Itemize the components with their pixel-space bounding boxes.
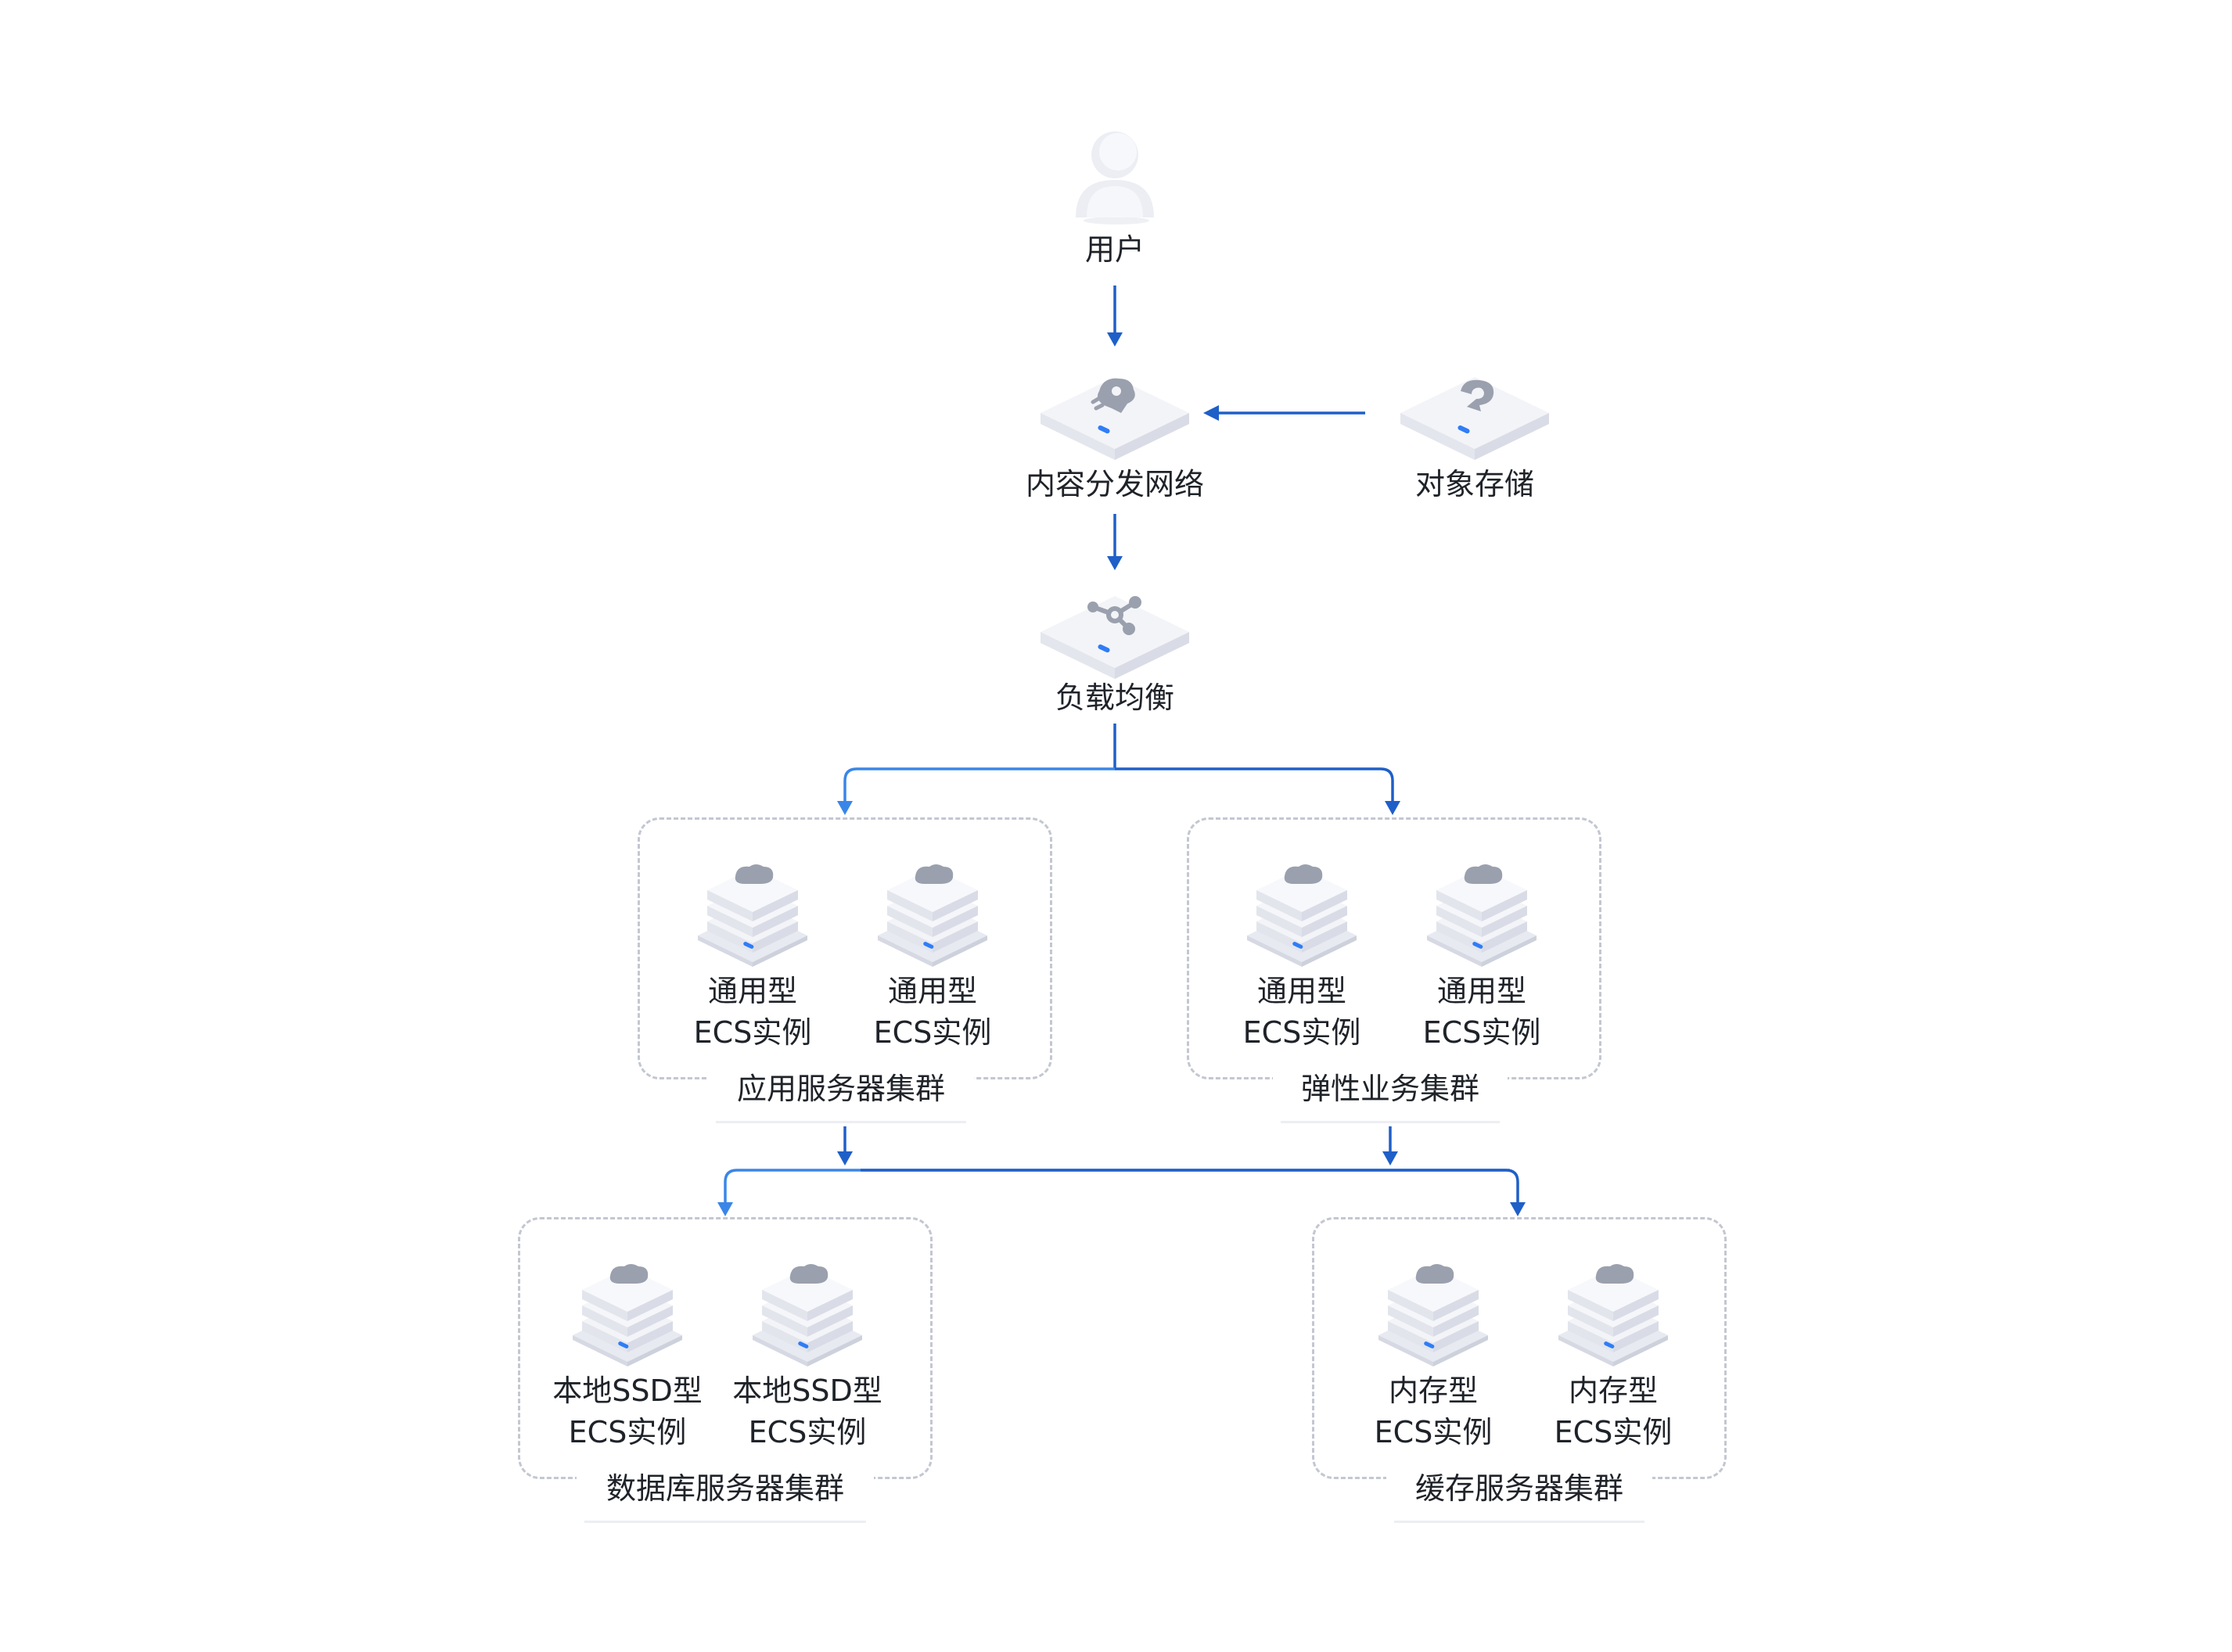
- server-node[interactable]: [1239, 859, 1364, 968]
- server-node[interactable]: [565, 1259, 690, 1368]
- object-storage-icon: [1400, 377, 1549, 460]
- server-node[interactable]: [1551, 1259, 1676, 1368]
- server-label-line1: 本地SSD型: [732, 1374, 882, 1408]
- slb-node[interactable]: [1029, 587, 1201, 684]
- server-stack-icon: [753, 1264, 862, 1366]
- server-label-line2: ECS实例: [568, 1415, 687, 1449]
- server-node[interactable]: [1371, 1259, 1496, 1368]
- arrowhead: [1385, 801, 1400, 815]
- oss-node[interactable]: [1389, 368, 1561, 465]
- server-label-line1: 通用型: [1256, 974, 1346, 1008]
- server-label-line2: ECS实例: [873, 1015, 992, 1050]
- server-node[interactable]: [1419, 859, 1544, 968]
- server-label-line1: 本地SSD型: [552, 1374, 703, 1408]
- elastic-cluster-title: 弹性业务集群: [1273, 1065, 1508, 1123]
- server-node[interactable]: [690, 859, 815, 968]
- app-cluster-title: 应用服务器集群: [708, 1065, 974, 1123]
- arrowhead: [1107, 556, 1123, 570]
- arrowhead: [1203, 405, 1219, 421]
- arrow-bus-to-db: [724, 1169, 1510, 1203]
- cdn-node[interactable]: [1029, 368, 1201, 465]
- arrowhead: [1107, 332, 1123, 347]
- server-label-line2: ECS实例: [1242, 1015, 1361, 1050]
- server-stack-icon: [573, 1264, 682, 1366]
- server-label-line2: ECS实例: [1422, 1015, 1541, 1050]
- server-label-line1: 内存型: [1568, 1374, 1658, 1408]
- cache-cluster-title: 缓存服务器集群: [1386, 1465, 1652, 1523]
- user-node: [1052, 125, 1177, 227]
- cdn-label: 内容分发网络: [1025, 467, 1204, 501]
- arrowhead: [837, 801, 853, 815]
- oss-label: 对象存储: [1414, 467, 1534, 501]
- user-icon: [1076, 131, 1154, 224]
- server-label-line1: 通用型: [707, 974, 797, 1008]
- server-stack-icon: [1558, 1264, 1668, 1366]
- server-stack-icon: [698, 864, 807, 967]
- arrowhead: [1510, 1202, 1526, 1216]
- server-label-line2: ECS实例: [748, 1415, 867, 1449]
- server-node[interactable]: [745, 1259, 870, 1368]
- server-node[interactable]: [870, 859, 995, 968]
- server-stack-icon: [878, 864, 987, 967]
- db-cluster-title: 数据库服务器集群: [577, 1465, 874, 1523]
- server-label-line1: 通用型: [1436, 974, 1526, 1008]
- server-label-line1: 通用型: [887, 974, 977, 1008]
- arrowhead: [1382, 1151, 1398, 1165]
- server-label-line2: ECS实例: [1554, 1415, 1673, 1449]
- server-label-line2: ECS实例: [693, 1015, 812, 1050]
- server-stack-icon: [1247, 864, 1357, 967]
- arrow-slb-to-app: [843, 767, 1115, 802]
- arrow-bus-to-cache: [861, 1169, 1519, 1203]
- load-balancer-icon: [1041, 596, 1189, 679]
- user-label: 用户: [1084, 232, 1145, 267]
- server-label-line2: ECS实例: [1374, 1415, 1493, 1449]
- cdn-icon: [1041, 377, 1189, 460]
- server-label-line1: 内存型: [1388, 1374, 1478, 1408]
- server-stack-icon: [1427, 864, 1537, 967]
- arrowhead: [717, 1202, 733, 1216]
- arrowhead: [837, 1151, 853, 1165]
- server-stack-icon: [1378, 1264, 1488, 1366]
- arrow-slb-to-elastic: [1115, 767, 1394, 802]
- slb-label: 负载均衡: [1055, 681, 1174, 715]
